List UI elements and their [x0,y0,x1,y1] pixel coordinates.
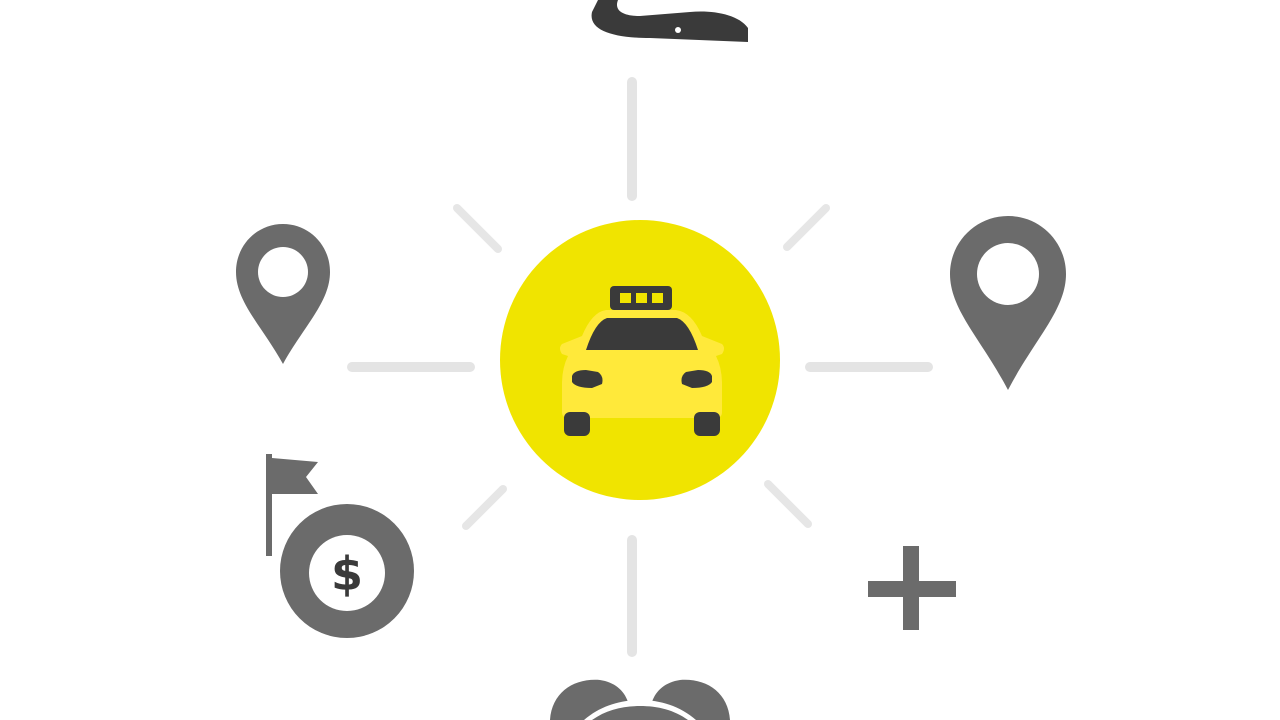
snake-icon [591,0,748,42]
location-pin-icon [236,224,330,364]
taxi-icon [560,286,724,436]
location-pin-icon [950,216,1066,390]
rays [347,77,933,657]
coin-symbol: $ [331,547,363,601]
alarm-clock-icon [550,679,730,720]
ray-top-left [453,204,502,253]
ray-top-right [783,204,830,251]
flag-icon [266,454,318,556]
plus-icon [868,546,956,630]
ray-bottom-right [764,480,812,528]
coin-icon: $ [280,504,414,638]
taxi-badge [500,220,780,500]
ray-bottom-left [462,485,507,530]
